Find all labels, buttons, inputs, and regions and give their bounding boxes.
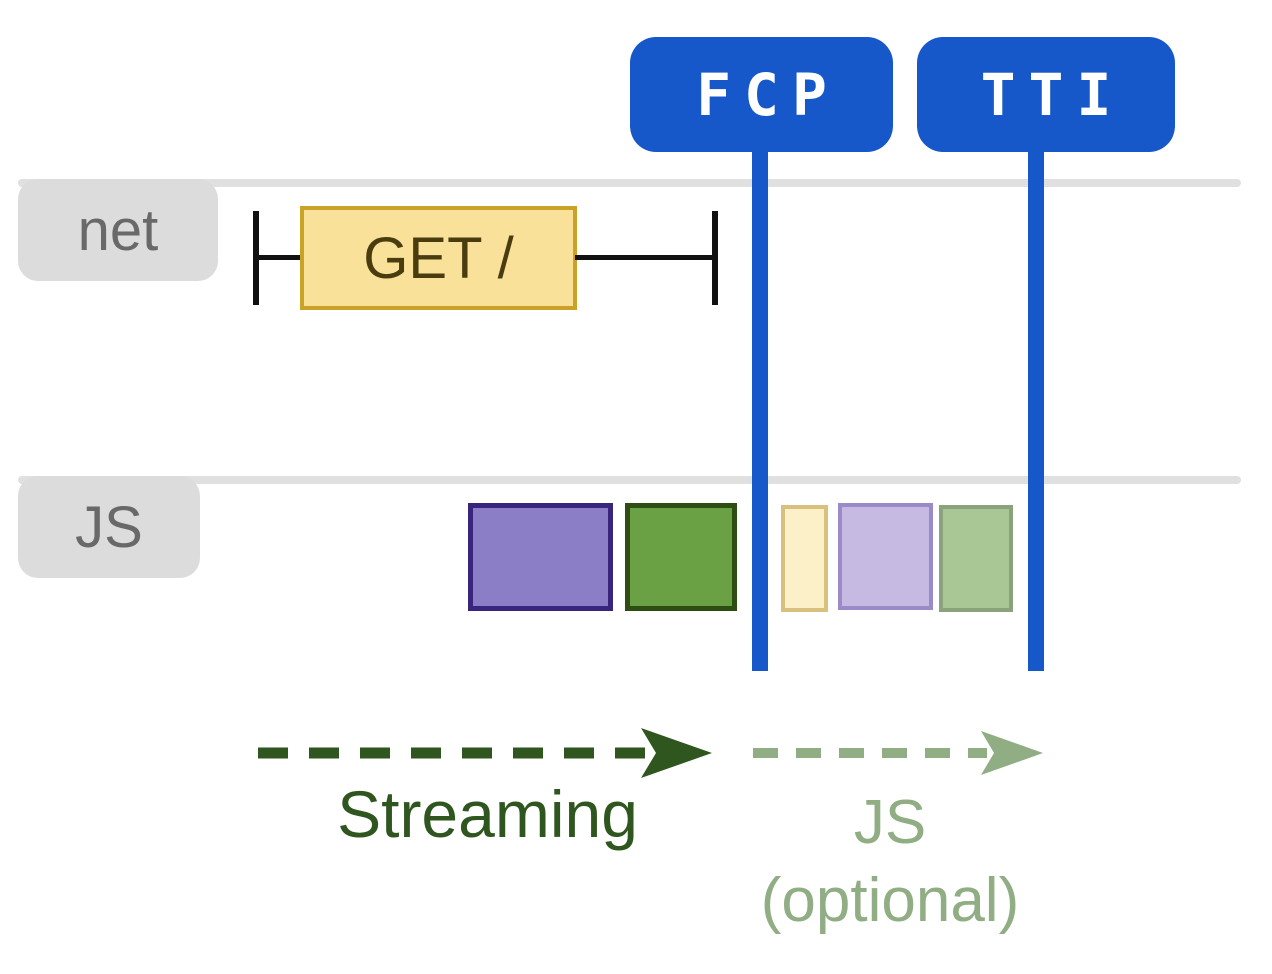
net-lane-line	[18, 179, 1241, 187]
get-request-box: GET /	[300, 206, 577, 310]
request-end-line	[575, 255, 715, 260]
js-optional-label: JS (optional)	[730, 784, 1050, 940]
streaming-arrow-icon	[258, 728, 712, 778]
tti-marker-line	[1028, 150, 1044, 671]
streaming-label: Streaming	[337, 777, 638, 851]
js-task-block-pale-green	[939, 505, 1013, 612]
js-task-block-purple	[468, 503, 613, 611]
js-optional-label-line2: (optional)	[760, 866, 1020, 935]
fcp-marker-line	[752, 150, 768, 671]
js-lane-tab: JS	[18, 476, 200, 578]
net-lane-tab: net	[18, 179, 218, 281]
request-end-tick	[712, 211, 718, 305]
tti-badge-label: TTI	[980, 60, 1125, 129]
js-optional-arrow-icon	[753, 731, 1043, 775]
js-optional-label-line1: JS	[853, 788, 927, 857]
js-lane-label: JS	[75, 494, 143, 560]
js-lane-line	[18, 476, 1241, 484]
tti-badge: TTI	[917, 37, 1175, 152]
fcp-badge: FCP	[630, 37, 893, 152]
js-task-block-pale-purple	[838, 503, 933, 610]
js-task-block-green	[625, 503, 737, 611]
fcp-badge-label: FCP	[696, 60, 840, 129]
net-lane-label: net	[77, 197, 159, 263]
get-request-label: GET /	[363, 225, 514, 291]
request-start-line	[256, 255, 302, 260]
js-task-block-pale-yellow	[781, 505, 828, 612]
